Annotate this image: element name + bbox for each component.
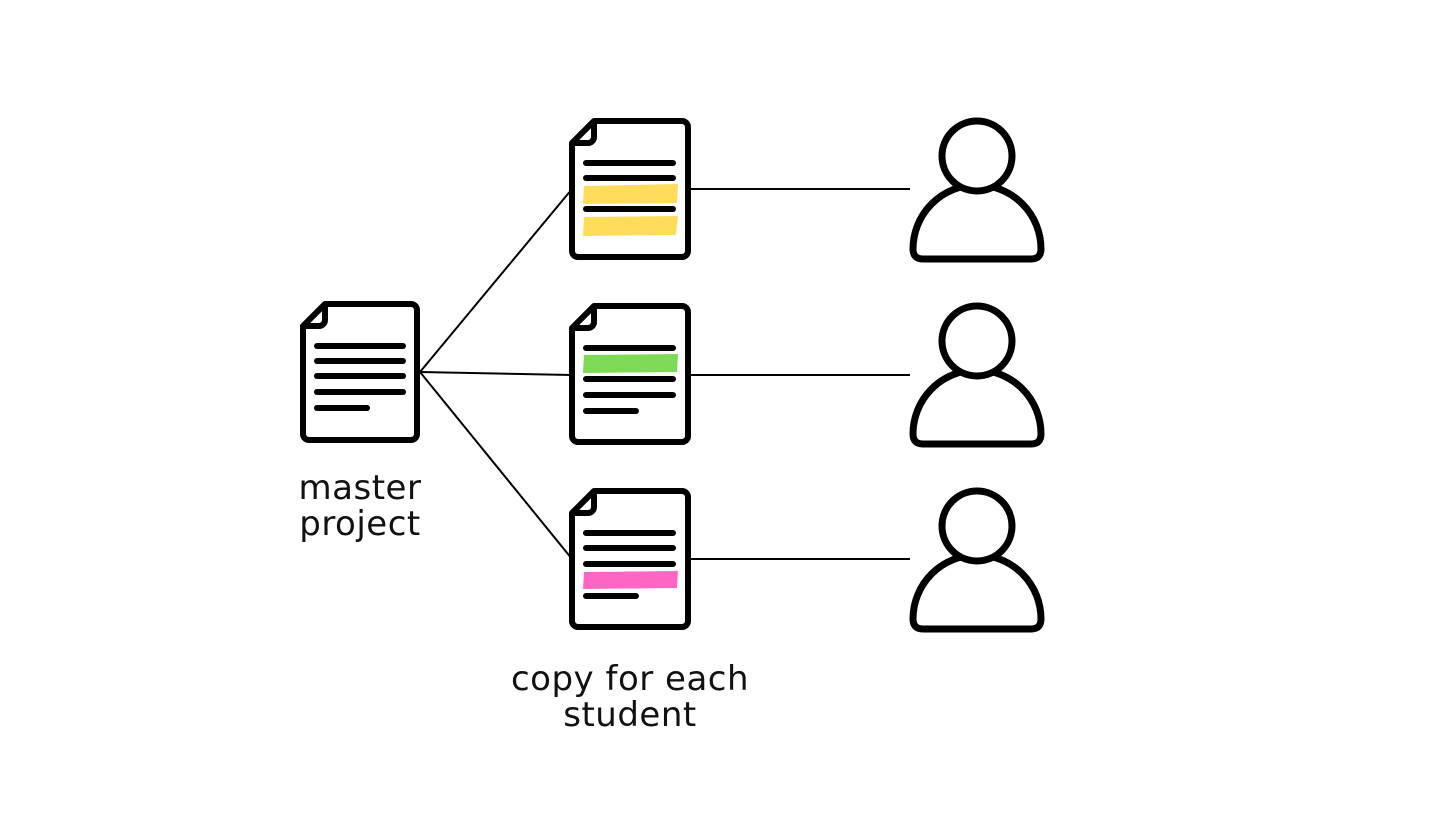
copy-label-line-1: copy for each [510, 659, 750, 699]
master-project-label: master project [260, 470, 460, 542]
highlight-green [583, 354, 678, 373]
connector-master-to-copy-3 [419, 371, 573, 560]
copy-document-3-icon [569, 488, 691, 630]
master-label-line-1: master [298, 468, 422, 508]
master-label-line-2: project [299, 504, 421, 544]
copy-label-line-2: student [563, 695, 697, 735]
highlight-yellow-1 [583, 184, 678, 204]
copy-for-each-student-label: copy for each student [470, 661, 790, 733]
student-2-person-icon [909, 302, 1045, 448]
master-document-icon [300, 301, 420, 443]
highlight-yellow-2 [583, 216, 678, 236]
connectors [419, 188, 910, 560]
student-1-person-icon [909, 117, 1045, 263]
copy-document-1-icon [569, 118, 691, 260]
copy-document-2-icon [569, 303, 691, 445]
highlight-pink [583, 571, 678, 589]
connector-master-to-copy-1 [419, 188, 573, 373]
connector-master-to-copy-2 [419, 371, 573, 376]
student-3-person-icon [909, 487, 1045, 633]
